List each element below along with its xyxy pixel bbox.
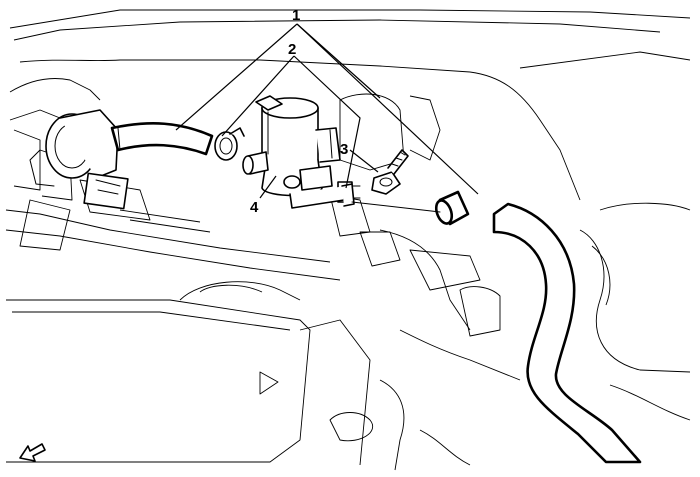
heater-hose-left (110, 122, 214, 156)
callout-1: 1 (292, 7, 300, 24)
callout-4: 4 (250, 199, 259, 216)
hose-clamp-left (214, 127, 245, 161)
callout-3: 3 (340, 141, 348, 158)
hose-coupler (351, 190, 470, 226)
front-arrow-icon (19, 443, 46, 462)
heater-hose-right (492, 202, 642, 464)
pump-bolt (371, 149, 409, 195)
callout-leaders (175, 23, 479, 199)
callout-2: 2 (288, 41, 296, 58)
throttle-body-assembly (29, 109, 129, 210)
auxiliary-coolant-pump (242, 95, 355, 209)
engine-bay-background (5, 9, 691, 471)
